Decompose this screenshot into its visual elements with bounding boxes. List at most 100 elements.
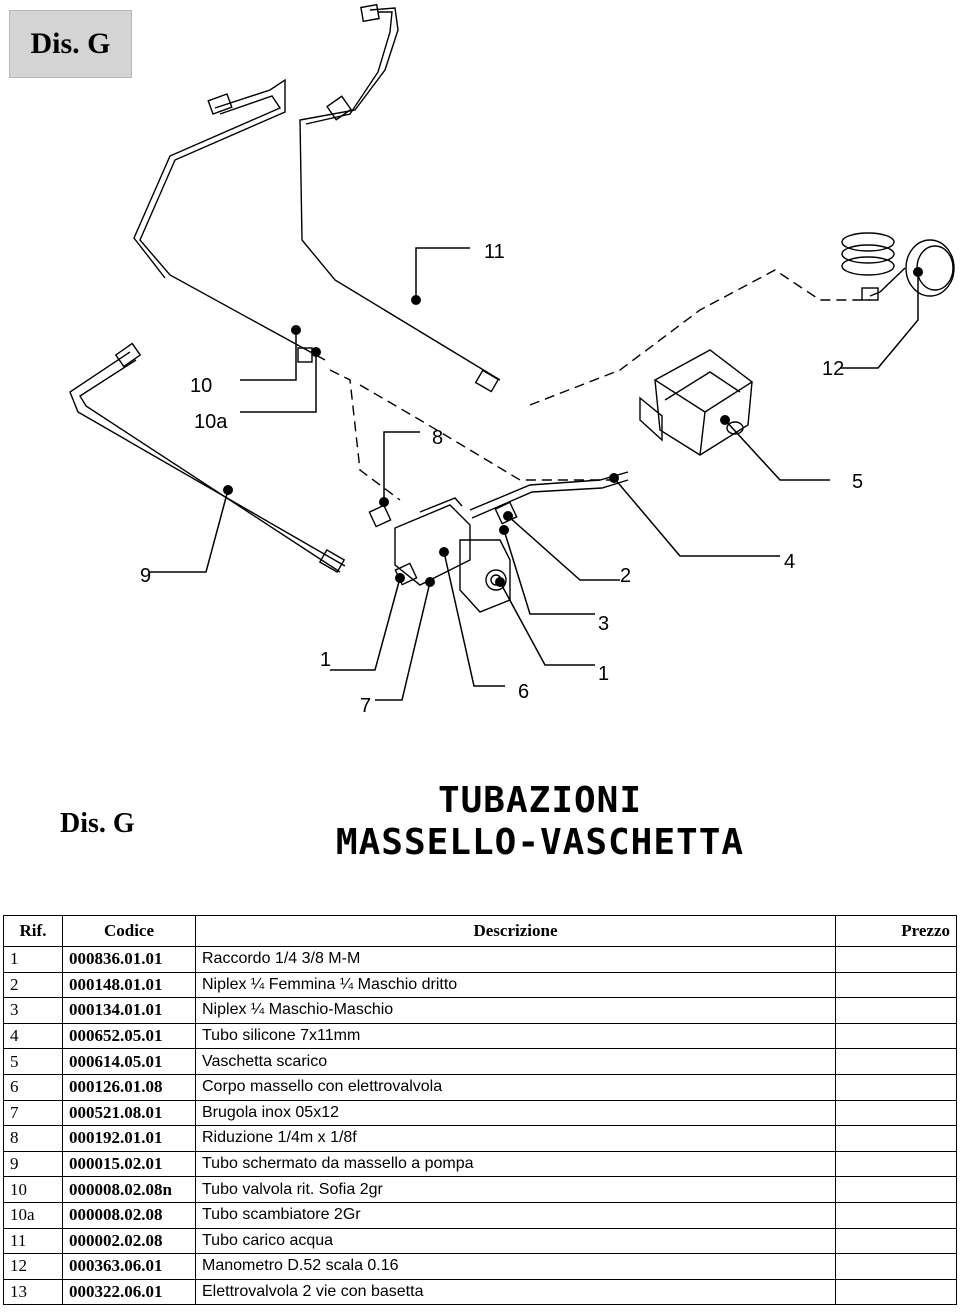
price-cell <box>835 1176 957 1203</box>
callout-5: 5 <box>852 471 863 493</box>
price-cell <box>835 997 957 1024</box>
callout-9: 9 <box>140 565 151 587</box>
rif-cell: 4 <box>3 1023 63 1050</box>
code-cell: 000652.05.01 <box>62 1023 196 1050</box>
price-cell <box>835 1100 957 1127</box>
desc-cell: Tubo scambiatore 2Gr <box>195 1202 836 1229</box>
title-line-1: TUBAZIONI <box>437 780 643 821</box>
page-title: TUBAZIONI MASSELLO-VASCHETTA <box>200 780 880 864</box>
tube-4 <box>329 369 401 501</box>
price-cell <box>835 1023 957 1050</box>
price-cell <box>835 1125 957 1152</box>
code-cell: 000015.02.01 <box>62 1151 196 1178</box>
rif-cell: 12 <box>3 1253 63 1280</box>
code-cell: 000148.01.01 <box>62 972 196 999</box>
code-cell: 000521.08.01 <box>62 1100 196 1127</box>
price-cell <box>835 1151 957 1178</box>
drain-tray <box>639 349 754 456</box>
col-codice-header: Codice <box>62 915 196 947</box>
desc-cell: Tubo valvola rit. Sofia 2gr <box>195 1176 836 1203</box>
desc-cell: Brugola inox 05x12 <box>195 1100 836 1127</box>
rif-cell: 1 <box>3 946 63 973</box>
callout-8: 8 <box>432 427 443 449</box>
rif-cell: 5 <box>3 1048 63 1075</box>
rif-cell: 2 <box>3 972 63 999</box>
code-cell: 000002.02.08 <box>62 1228 196 1255</box>
callout-1-left: 1 <box>320 649 331 671</box>
code-cell: 000363.06.01 <box>62 1253 196 1280</box>
price-cell <box>835 1228 957 1255</box>
callout-2: 2 <box>620 565 631 587</box>
desc-cell: Tubo silicone 7x11mm <box>195 1023 836 1050</box>
drawing-id-label: Dis. G <box>60 808 135 839</box>
callout-10a: 10a <box>194 411 228 433</box>
rif-cell: 6 <box>3 1074 63 1101</box>
col-rif-header: Rif. <box>3 915 63 947</box>
desc-cell: Corpo massello con elettrovalvola <box>195 1074 836 1101</box>
desc-cell: Tubo schermato da massello a pompa <box>195 1151 836 1178</box>
price-cell <box>835 1253 957 1280</box>
price-cell <box>835 1074 957 1101</box>
desc-cell: Tubo carico acqua <box>195 1228 836 1255</box>
desc-cell: Raccordo 1/4 3/8 M-M <box>195 946 836 973</box>
pipe-10 <box>139 78 326 361</box>
desc-cell: Niplex ¼ Maschio-Maschio <box>195 997 836 1024</box>
col-prezzo-header: Prezzo <box>835 915 957 947</box>
desc-cell: Manometro D.52 scala 0.16 <box>195 1253 836 1280</box>
price-cell <box>835 972 957 999</box>
rif-cell: 8 <box>3 1125 63 1152</box>
code-cell: 000836.01.01 <box>62 946 196 973</box>
code-cell: 000134.01.01 <box>62 997 196 1024</box>
callout-10: 10 <box>190 375 212 397</box>
drawing-id-badge: Dis. G <box>9 10 132 78</box>
desc-cell: Riduzione 1/4m x 1/8f <box>195 1125 836 1152</box>
desc-cell: Niplex ¼ Femmina ¼ Maschio dritto <box>195 972 836 999</box>
rif-cell: 10 <box>3 1176 63 1203</box>
code-cell: 000322.06.01 <box>62 1279 196 1306</box>
rif-cell: 3 <box>3 997 63 1024</box>
table-header-row: Rif. Codice Descrizione Prezzo <box>3 915 957 947</box>
code-cell: 000008.02.08n <box>62 1176 196 1203</box>
callout-4: 4 <box>784 551 795 573</box>
callout-3: 3 <box>598 613 609 635</box>
callout-7: 7 <box>360 695 371 717</box>
desc-cell: Elettrovalvola 2 vie con basetta <box>195 1279 836 1306</box>
title-line-2: MASSELLO-VASCHETTA <box>335 822 745 863</box>
code-cell: 000008.02.08 <box>62 1202 196 1229</box>
desc-cell: Vaschetta scarico <box>195 1048 836 1075</box>
callout-12: 12 <box>822 358 844 380</box>
callout-1-right: 1 <box>598 663 609 685</box>
pipe-9 <box>69 351 346 567</box>
pipe-11 <box>299 7 501 381</box>
code-cell: 000614.05.01 <box>62 1048 196 1075</box>
code-cell: 000126.01.08 <box>62 1074 196 1101</box>
manometer <box>841 232 955 301</box>
callout-6: 6 <box>518 681 529 703</box>
col-descrizione-header: Descrizione <box>195 915 836 947</box>
price-cell <box>835 1048 957 1075</box>
exploded-diagram: 11 10 10a 8 12 5 9 2 4 3 1 1 7 6 <box>69 3 955 717</box>
price-cell <box>835 946 957 973</box>
price-cell <box>835 1202 957 1229</box>
rif-cell: 13 <box>3 1279 63 1306</box>
price-cell <box>835 1279 957 1306</box>
callout-11: 11 <box>484 241 505 263</box>
rif-cell: 10a <box>3 1202 63 1229</box>
rif-cell: 7 <box>3 1100 63 1127</box>
code-cell: 000192.01.01 <box>62 1125 196 1152</box>
